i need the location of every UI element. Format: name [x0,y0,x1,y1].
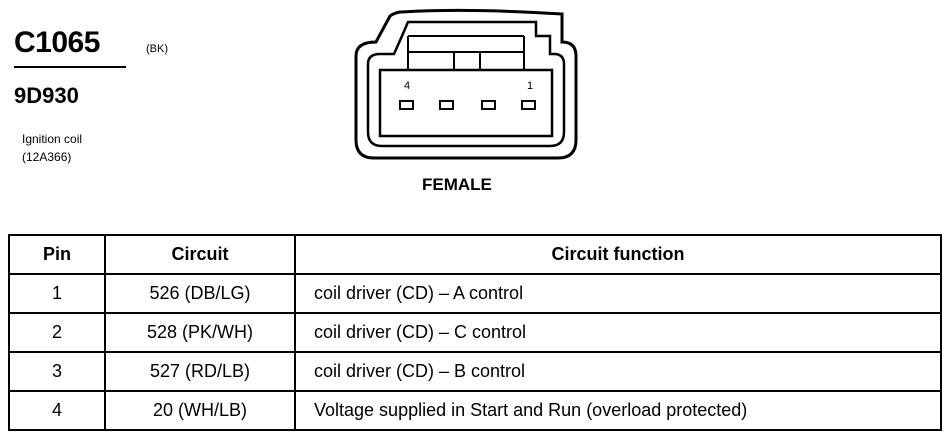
pin-number: 4 [8,390,106,431]
pin-terminal-2 [481,100,496,110]
part-number: 9D930 [14,83,79,108]
connector-inner-housing [366,20,566,148]
header-pin: Pin [8,234,106,275]
circuit-code: 527 (RD/LB) [104,351,296,392]
header-circuit-function: Circuit function [294,234,942,275]
pin-label-1: 1 [527,80,533,92]
circuit-code: 526 (DB/LG) [104,273,296,314]
circuit-function: coil driver (CD) – A control [294,273,942,314]
pin-label-4: 4 [404,80,410,92]
pin-terminal-4 [399,100,414,110]
pin-terminal-3 [439,100,454,110]
component-description: Ignition coil [22,132,83,146]
table-row: 2 528 (PK/WH) coil driver (CD) – C contr… [8,312,942,353]
pin-table: Pin Circuit Circuit function 1 526 (DB/L… [8,234,942,431]
table-header-row: Pin Circuit Circuit function [8,234,942,275]
header-divider [14,66,126,68]
connector-color-code: (BK) [146,43,168,55]
pin-terminal-1 [521,100,536,110]
circuit-code: 20 (WH/LB) [104,390,296,431]
pin-cavity [378,68,554,138]
circuit-function: Voltage supplied in Start and Run (overl… [294,390,942,431]
component-part-code: (12A366) [22,150,72,164]
table-row: 1 526 (DB/LG) coil driver (CD) – A contr… [8,273,942,314]
circuit-function: coil driver (CD) – C control [294,312,942,353]
pin-number: 1 [8,273,106,314]
header-circuit: Circuit [104,234,296,275]
pin-number: 2 [8,312,106,353]
connector-outer-housing [354,8,578,160]
circuit-function: coil driver (CD) – B control [294,351,942,392]
connector-face-diagram: 4 1 [354,8,578,160]
table-row: 3 527 (RD/LB) coil driver (CD) – B contr… [8,351,942,392]
connector-gender-label: FEMALE [422,175,492,194]
connector-id: C1065 [14,26,100,59]
table-row: 4 20 (WH/LB) Voltage supplied in Start a… [8,390,942,431]
pin-number: 3 [8,351,106,392]
circuit-code: 528 (PK/WH) [104,312,296,353]
